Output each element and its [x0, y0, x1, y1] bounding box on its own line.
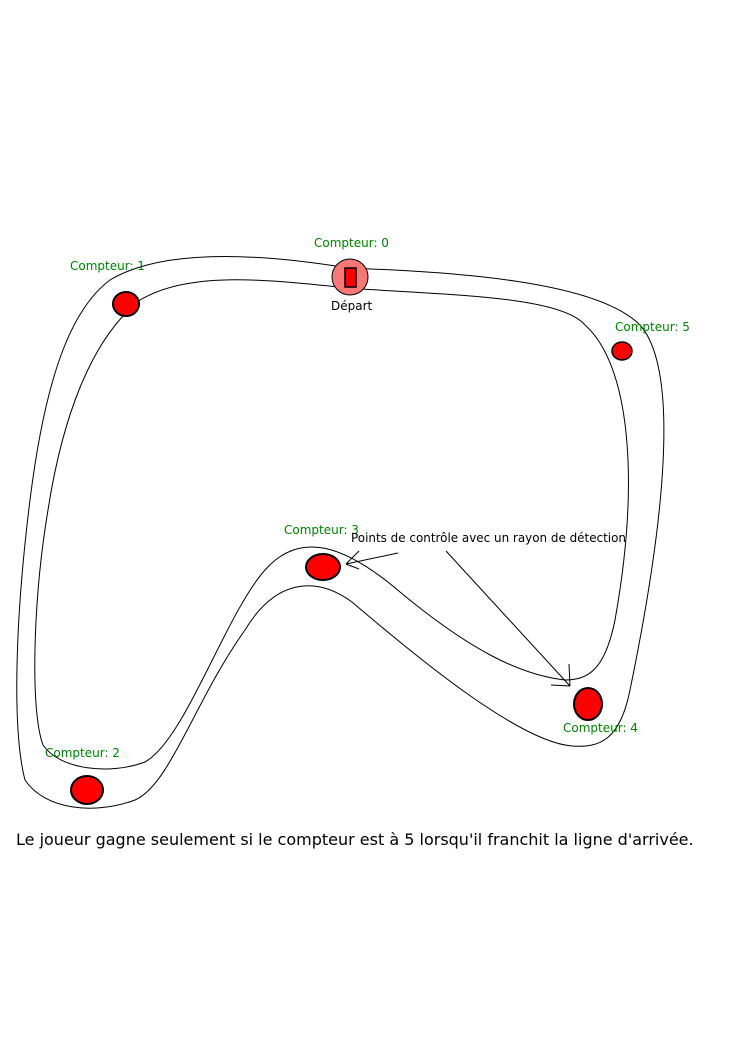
- start-label: Départ: [331, 299, 373, 313]
- checkpoint-2-label: Compteur: 2: [45, 746, 120, 760]
- checkpoint-2-marker: [70, 775, 104, 805]
- start-line-marker: [344, 267, 357, 288]
- checkpoint-4-label: Compteur: 4: [563, 721, 638, 735]
- checkpoint-3-label: Compteur: 3: [284, 523, 359, 537]
- annotation-arrow-checkpoint-4: [445, 550, 571, 687]
- annotation-arrow-checkpoint-3: [345, 550, 399, 570]
- rule-caption: Le joueur gagne seulement si le compteur…: [16, 830, 694, 849]
- detection-radius-annotation: Points de contrôle avec un rayon de déte…: [351, 531, 626, 545]
- checkpoint-3-marker: [305, 553, 341, 581]
- checkpoint-5-label: Compteur: 5: [615, 320, 690, 334]
- checkpoint-0-label: Compteur: 0: [314, 236, 389, 250]
- checkpoint-5-marker: [611, 341, 633, 361]
- checkpoint-1-marker: [112, 291, 140, 317]
- checkpoint-4-marker: [573, 687, 603, 721]
- checkpoint-1-label: Compteur: 1: [70, 259, 145, 273]
- track-inner-boundary: [34, 279, 629, 770]
- track-outer-boundary: [16, 256, 665, 809]
